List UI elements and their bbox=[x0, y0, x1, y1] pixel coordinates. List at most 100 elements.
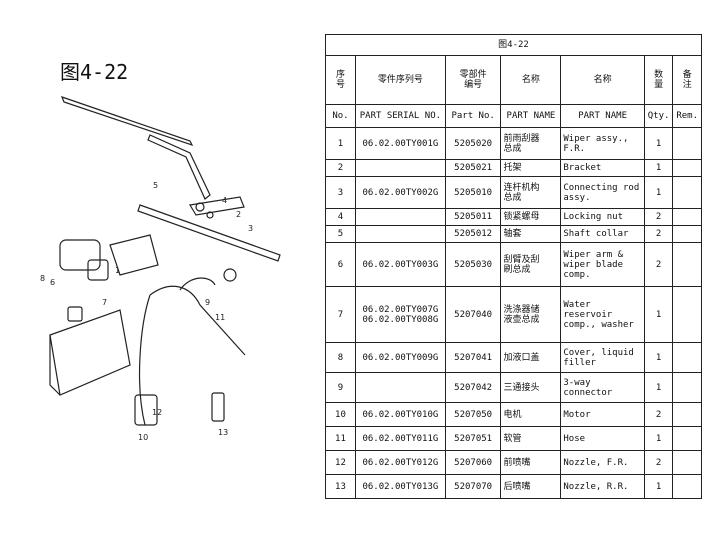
callout-8: 8 bbox=[40, 274, 45, 283]
cell-part-no: 5205020 bbox=[444, 127, 502, 160]
callout-2: 2 bbox=[236, 210, 241, 219]
callout-3: 3 bbox=[248, 224, 253, 233]
cell-qty: 1 bbox=[643, 159, 674, 177]
cell-qty: 1 bbox=[643, 176, 674, 209]
wiper-washer-diagram: 5 4 2 3 1 7 6 8 9 11 10 12 13 bbox=[40, 95, 300, 445]
diagram-svg: 5 4 2 3 1 7 6 8 9 11 10 12 13 bbox=[40, 96, 281, 442]
cell-serial: 06.02.00TY002G bbox=[354, 176, 446, 209]
cell-name-en: Motor bbox=[560, 402, 645, 427]
cell-serial: 06.02.00TY011G bbox=[354, 426, 446, 451]
cell-rem bbox=[672, 342, 702, 373]
rear-nozzle-shape bbox=[211, 392, 225, 422]
cell-rem bbox=[672, 450, 702, 475]
cell-serial: 06.02.00TY007G 06.02.00TY008G bbox=[354, 286, 446, 343]
callout-13: 13 bbox=[218, 428, 228, 437]
cell-no: 6 bbox=[325, 242, 356, 287]
cell-name-en: Nozzle, F.R. bbox=[560, 450, 645, 475]
cell-qty: 1 bbox=[643, 474, 674, 499]
cell-rem bbox=[672, 208, 702, 226]
header-en-4: PART NAME bbox=[560, 104, 645, 128]
cell-qty: 2 bbox=[643, 450, 674, 475]
header-en-0: No. bbox=[325, 104, 356, 128]
cell-name-cn: 三通接头 bbox=[500, 372, 562, 403]
cell-serial bbox=[354, 208, 446, 226]
cell-qty: 2 bbox=[643, 402, 674, 427]
cell-rem bbox=[672, 474, 702, 499]
cell-serial: 06.02.00TY012G bbox=[354, 450, 446, 475]
cell-rem bbox=[672, 402, 702, 427]
cell-rem bbox=[672, 159, 702, 177]
cell-name-en: Connecting rod assy. bbox=[560, 176, 645, 209]
header-cn-2: 零部件 编号 bbox=[444, 55, 502, 105]
callout-4: 4 bbox=[222, 196, 227, 205]
cell-qty: 1 bbox=[643, 342, 674, 373]
header-cn-3: 名称 bbox=[500, 55, 562, 105]
cell-part-no: 5207040 bbox=[444, 286, 502, 343]
washer-motor-shape bbox=[134, 394, 158, 426]
cell-no: 7 bbox=[325, 286, 356, 343]
cell-no: 4 bbox=[325, 208, 356, 226]
cell-part-no: 5207051 bbox=[444, 426, 502, 451]
callout-6: 6 bbox=[50, 278, 55, 287]
cell-part-no: 5207070 bbox=[444, 474, 502, 499]
cell-part-no: 5207042 bbox=[444, 372, 502, 403]
cell-name-cn: 电机 bbox=[500, 402, 562, 427]
cell-name-en: Water reservoir comp., washer bbox=[560, 286, 645, 343]
cell-no: 13 bbox=[325, 474, 356, 499]
washer-hose-shape bbox=[138, 294, 151, 426]
cell-serial: 06.02.00TY001G bbox=[354, 127, 446, 160]
connecting-rod-shape bbox=[137, 204, 281, 262]
cell-no: 3 bbox=[325, 176, 356, 209]
cell-qty: 1 bbox=[643, 426, 674, 451]
wiper-arm-shape bbox=[147, 134, 211, 200]
cell-rem bbox=[672, 242, 702, 287]
cell-rem bbox=[672, 286, 702, 343]
cell-name-en: Wiper arm & wiper blade comp. bbox=[560, 242, 645, 287]
cell-serial: 06.02.00TY010G bbox=[354, 402, 446, 427]
cell-name-cn: 洗涤器储 液壶总成 bbox=[500, 286, 562, 343]
cell-name-cn: 连杆机构 总成 bbox=[500, 176, 562, 209]
parts-table: 图4-22 序 号零件序列号零部件 编号名称名称数 量备 注 No.PART S… bbox=[325, 34, 702, 499]
cell-part-no: 5205012 bbox=[444, 225, 502, 243]
cell-no: 9 bbox=[325, 372, 356, 403]
cell-name-en: Hose bbox=[560, 426, 645, 451]
cell-qty: 1 bbox=[643, 372, 674, 403]
cell-name-cn: 后喷嘴 bbox=[500, 474, 562, 499]
cell-rem bbox=[672, 426, 702, 451]
header-cn-5: 数 量 bbox=[643, 55, 674, 105]
cell-name-cn: 加液口盖 bbox=[500, 342, 562, 373]
callout-9: 9 bbox=[205, 298, 210, 307]
cell-qty: 1 bbox=[643, 127, 674, 160]
cell-rem bbox=[672, 225, 702, 243]
figure-label: 图4-22 bbox=[60, 60, 129, 84]
callout-10: 10 bbox=[138, 433, 148, 442]
cell-part-no: 5205030 bbox=[444, 242, 502, 287]
cell-part-no: 5207060 bbox=[444, 450, 502, 475]
wiper-motor-shape bbox=[59, 239, 101, 271]
cell-name-cn: 软管 bbox=[500, 426, 562, 451]
cell-serial: 06.02.00TY009G bbox=[354, 342, 446, 373]
cell-name-en: 3-way connector bbox=[560, 372, 645, 403]
callout-11: 11 bbox=[215, 313, 225, 322]
wiper-blade-shape bbox=[60, 96, 194, 147]
callout-5: 5 bbox=[153, 181, 158, 190]
cell-no: 2 bbox=[325, 159, 356, 177]
header-en-6: Rem. bbox=[672, 104, 702, 128]
cell-name-en: Shaft collar bbox=[560, 225, 645, 243]
callout-1: 1 bbox=[115, 266, 120, 275]
cell-no: 1 bbox=[325, 127, 356, 160]
cell-rem bbox=[672, 372, 702, 403]
cell-serial bbox=[354, 372, 446, 403]
cell-part-no: 5207041 bbox=[444, 342, 502, 373]
header-en-5: Qty. bbox=[643, 104, 674, 128]
